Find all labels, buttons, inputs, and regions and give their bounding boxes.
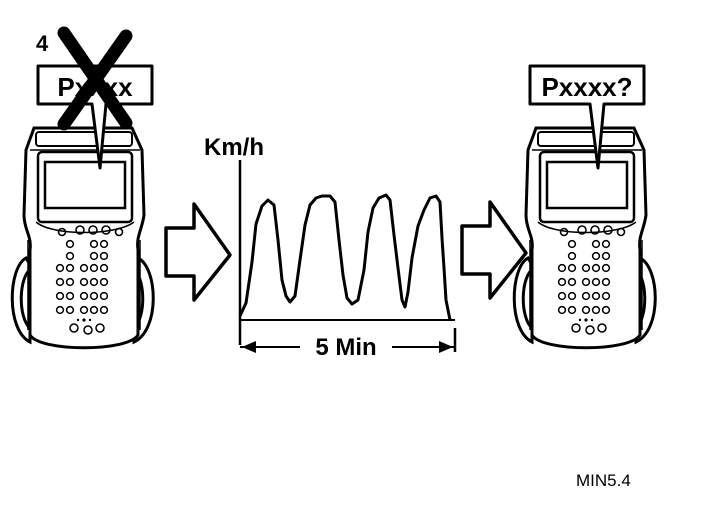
- arrow-right-icon: [164, 202, 232, 302]
- cross-out-icon: [57, 26, 133, 131]
- graph-duration-label: 5 Min: [315, 334, 376, 361]
- speed-trace: [238, 193, 452, 321]
- arrow-right-icon-2: [460, 200, 528, 300]
- scan-tool-right: [512, 126, 657, 350]
- figure-reference: MIN5.4: [576, 471, 631, 490]
- duration-label-mask: [300, 333, 392, 361]
- right-tool-code: Pxxxx?: [541, 72, 632, 102]
- step-number: 4: [36, 31, 49, 56]
- dimension-arrow-left-icon: [242, 341, 256, 353]
- dimension-arrow-right-icon: [439, 341, 453, 353]
- scan-tool-left: [10, 126, 155, 350]
- speed-graph: Km/h 5 Min: [204, 134, 457, 361]
- speech-bubble-right: Pxxxx?: [528, 64, 646, 170]
- graph-y-axis-label: Km/h: [204, 134, 264, 161]
